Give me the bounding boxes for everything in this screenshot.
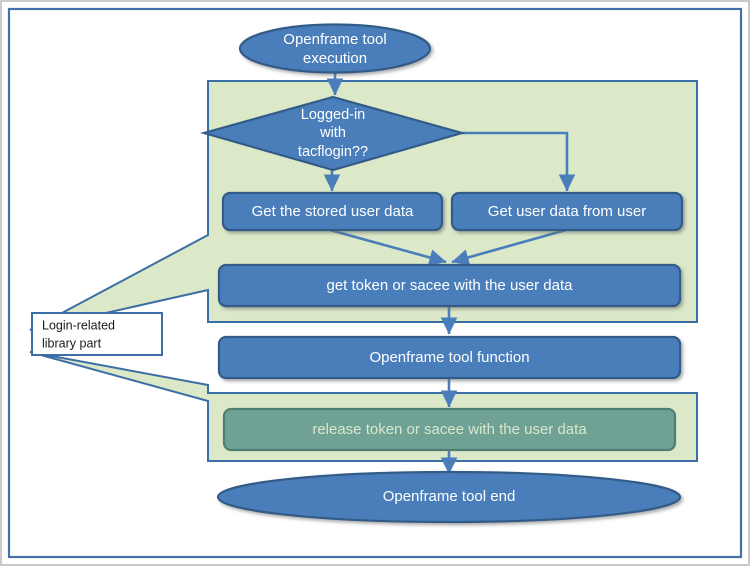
connector-decision-to-user-input	[462, 131, 576, 192]
outer-frame-border	[7, 7, 743, 559]
node-get-token[interactable]: get token or sacee with the user data	[217, 263, 682, 308]
node-start-shape	[238, 23, 432, 74]
node-decision-shape	[199, 95, 467, 172]
node-get-stored-user-data[interactable]: Get the stored user data	[221, 191, 444, 232]
node-get-user-data-from-user-shape	[450, 191, 684, 232]
callout-label-line1: Login-related	[42, 318, 115, 332]
node-release-token[interactable]: release token or sacee with the user dat…	[222, 407, 677, 452]
node-end-shape	[216, 470, 682, 524]
connector-stored-data-to-get-token	[329, 228, 447, 266]
connector-user-input-to-get-token	[451, 228, 567, 266]
callout-box	[31, 312, 163, 356]
callout-login-related-library[interactable]: Login-related library part	[31, 312, 163, 356]
node-tool-function-shape	[217, 335, 682, 380]
node-tool-function[interactable]: Openframe tool function	[217, 335, 682, 380]
node-get-token-shape	[217, 263, 682, 308]
node-start[interactable]: Openframe tool execution	[238, 23, 432, 74]
node-release-token-shape	[222, 407, 677, 452]
node-get-stored-user-data-shape	[221, 191, 444, 232]
node-get-user-data-from-user[interactable]: Get user data from user	[450, 191, 684, 232]
node-end[interactable]: Openframe tool end	[216, 470, 682, 524]
callout-label-line2: library part	[42, 336, 102, 350]
